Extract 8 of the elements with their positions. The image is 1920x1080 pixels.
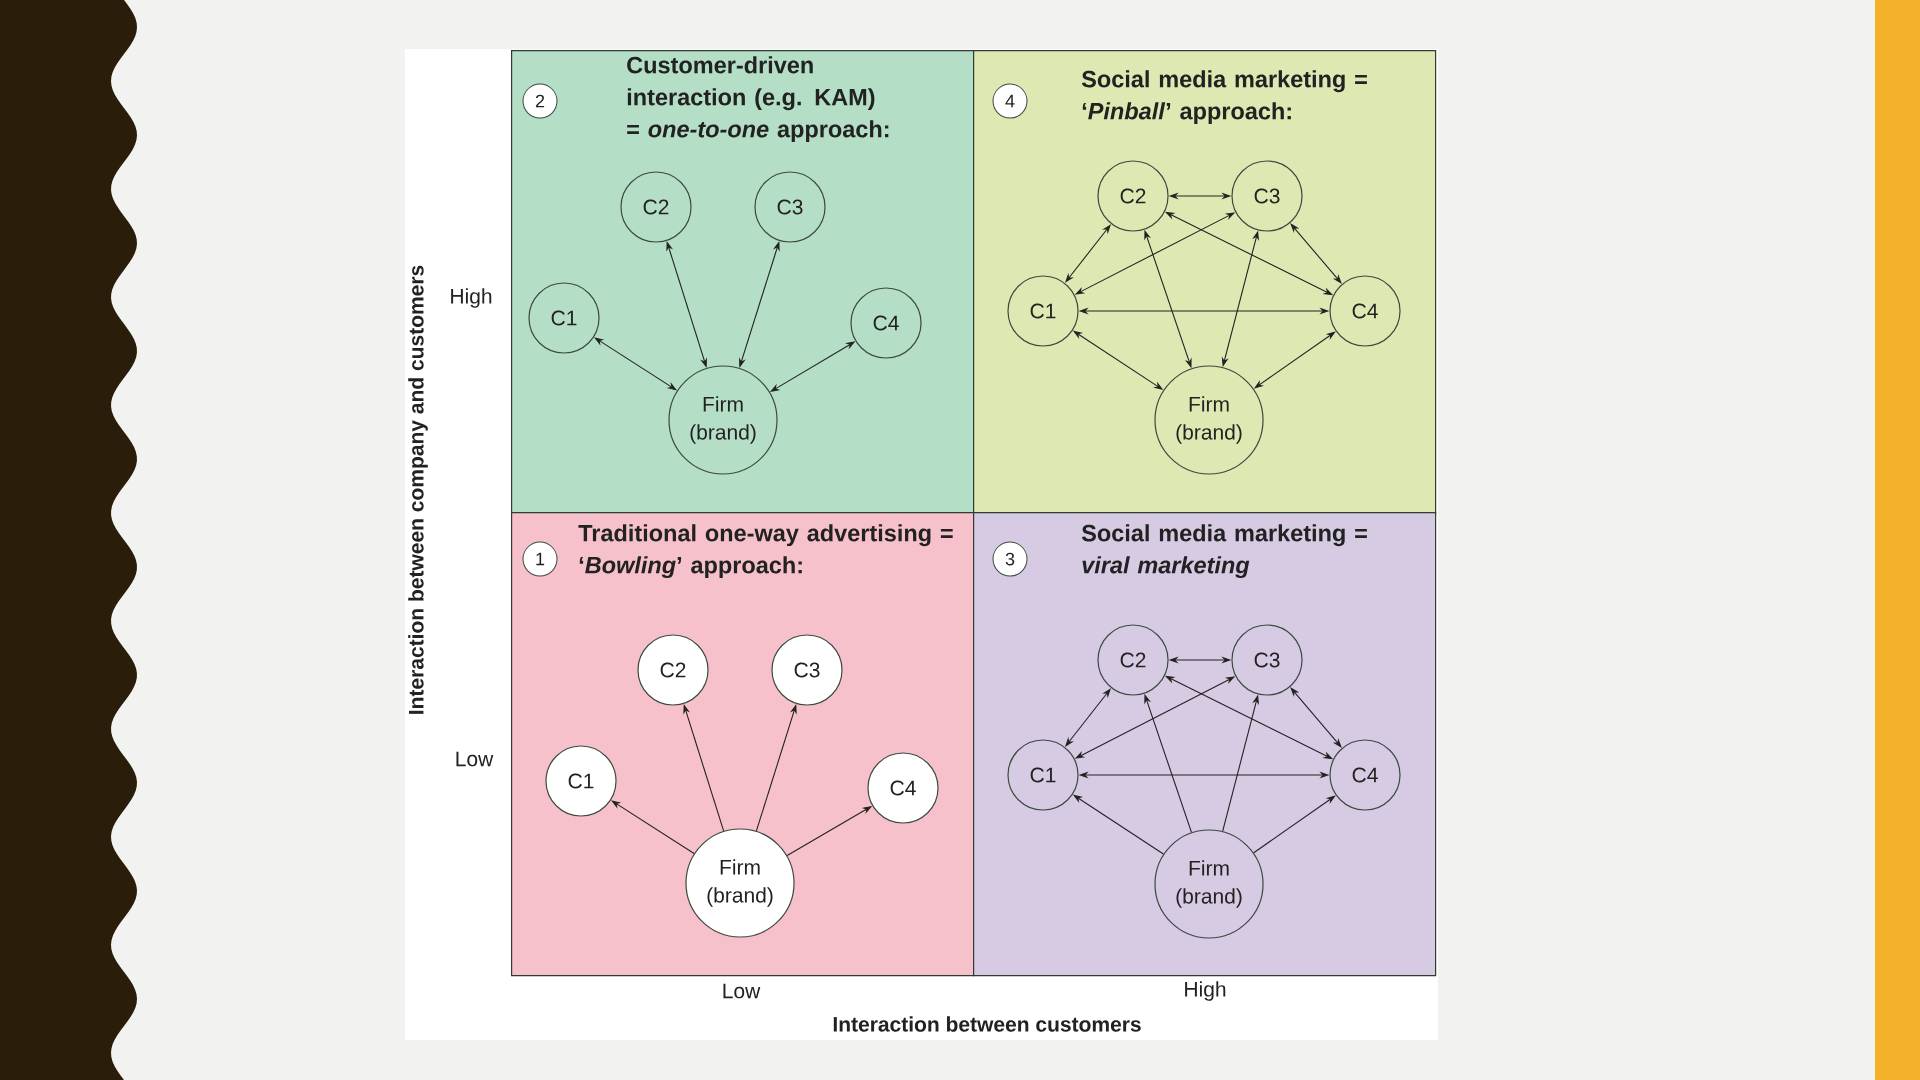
axis-title: Interaction between customers [833,1016,1141,1032]
arrow [1290,687,1342,748]
axis-label: High [451,288,492,308]
axis-label: Low [723,983,761,999]
axis-label: Low [456,751,494,767]
axis-label: High [1185,981,1226,1001]
arrow [1290,223,1342,284]
axis-title: Interaction between company and customers [408,265,428,714]
